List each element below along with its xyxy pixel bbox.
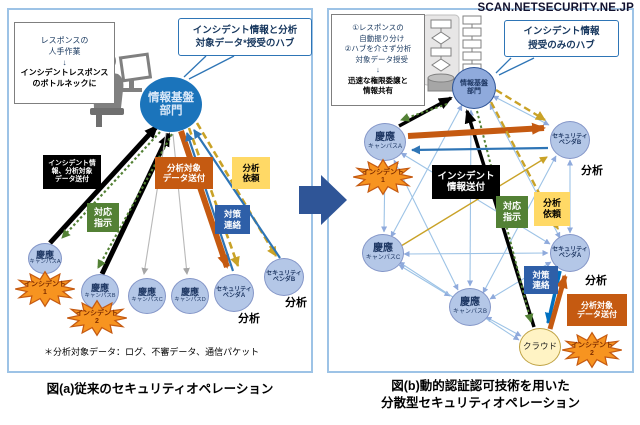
label-response-a: 対応 指示 (87, 203, 119, 232)
footnote-a: ＊分析対象データ：ログ、不審データ、通信パケット (44, 347, 260, 357)
node-campus-c: 慶應 キャンパスC (128, 278, 166, 314)
hub-node-a: 情報基盤 部門 (140, 77, 202, 132)
analysis-label-vendor-b-panel-a: 分析 (285, 297, 307, 309)
flowchart-graphic (422, 14, 482, 92)
label-incident-send-a: インシデント情 報、分析対象 データ送付 (43, 155, 101, 189)
node-campus-b-b: 慶應 キャンパスB (449, 288, 491, 326)
note-box-a: レスポンスの 人手作業 ↓ インシデントレスポンス のボトルネックに (14, 22, 115, 104)
watermark: SCAN.NETSECURITY.NE.JP (477, 2, 634, 14)
label-countermeasure-a: 対策 連絡 (215, 205, 250, 234)
analysis-label-vendor-b-panel-b: 分析 (581, 165, 603, 177)
note-a-line4: のボトルネックに (32, 79, 97, 89)
node-cloud-b: クラウド (519, 328, 561, 366)
caption-b: 図(b)動的認証認可技術を用いた 分散型セキュリティオペレーション (380, 379, 580, 410)
note-a-line1: レスポンスの (40, 36, 89, 45)
node-campus-d: 慶應 キャンパスD (171, 278, 209, 314)
node-campus-a-b: 慶應 キャンパスA (364, 123, 406, 161)
label-analysis-data-a: 分析対象 データ送付 (155, 157, 213, 189)
label-analysis-data-b: 分析対象 データ送付 (567, 294, 627, 326)
analysis-label-vendor-a-panel-b: 分析 (585, 275, 607, 287)
note-a-line3: インシデントレスポンス (20, 68, 109, 78)
label-incident-send-b: インシデント 情報送付 (432, 165, 500, 199)
caption-a: 図(a)従来のセキュリティオペレーション (46, 382, 274, 396)
node-vendor-b-b: セキュリティ ベンダB (550, 121, 590, 159)
label-analysis-request-b: 分析 依頼 (534, 192, 570, 226)
note-a-line2: 人手作業 (48, 46, 81, 56)
node-campus-a: 慶應 キャンパスA (28, 243, 62, 274)
node-vendor-a: セキュリティ ベンダA (214, 274, 254, 312)
hub-bubble-b: インシデント情報 授受のみのハブ (504, 20, 619, 57)
hub-bubble-a: インシデント情報と分析 対象データ*授受のハブ (178, 18, 312, 56)
label-analysis-request-a: 分析 依頼 (232, 157, 270, 189)
node-campus-b: 慶應 キャンパスB (81, 274, 119, 310)
hub-node-b: 情報基盤 部門 (452, 67, 496, 109)
bubble-a-line1: インシデント情報と分析 (192, 24, 298, 36)
node-campus-c-b: 慶應 キャンパスC (362, 234, 404, 272)
label-response-b: 対応 指示 (496, 196, 528, 228)
label-countermeasure-b: 対策 連絡 (524, 266, 558, 294)
node-vendor-b: セキュリティ ベンダB (264, 258, 304, 296)
note-a-arrow: ↓ (62, 57, 67, 67)
analysis-label-vendor-a-panel-a: 分析 (238, 313, 260, 325)
note-box-b: ①レスポンスの 自動振り分け ②ハブを介さず分析 対象データ授受 ↓ 迅速な権限… (331, 14, 425, 106)
bubble-a-line2: 対象データ*授受のハブ (195, 38, 295, 49)
